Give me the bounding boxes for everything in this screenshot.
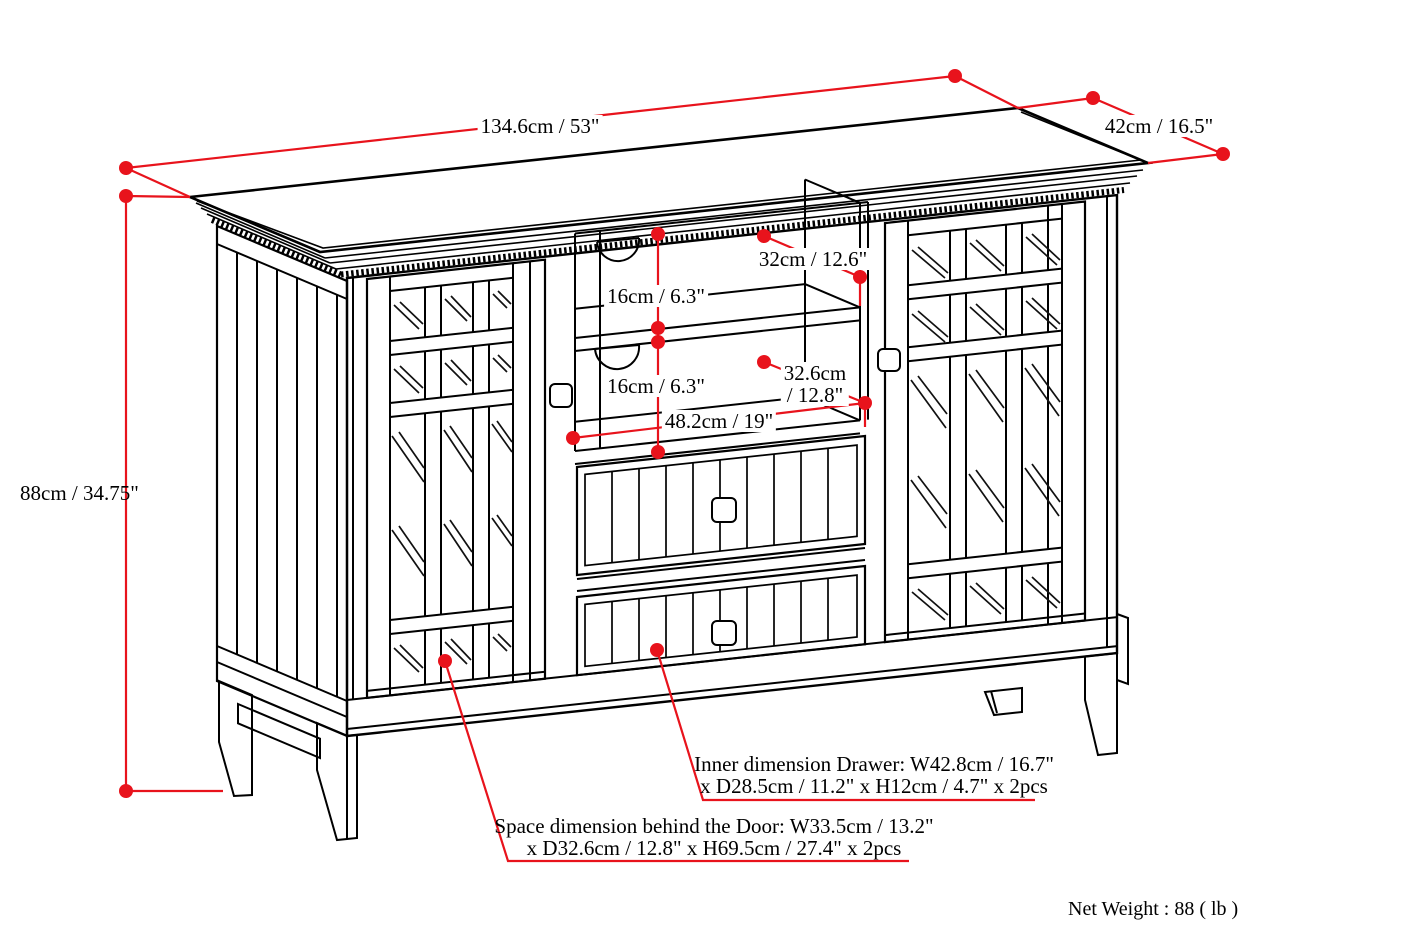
dim-height-label: 88cm / 34.75" [20, 481, 139, 505]
drawer-note: Inner dimension Drawer: W42.8cm / 16.7"x… [694, 752, 1054, 798]
net-weight: Net Weight : 88 ( lb ) [1068, 898, 1239, 920]
dim-shelf-top-gap-label: 16cm / 6.3" [604, 285, 708, 307]
door-note: Space dimension behind the Door: W33.5cm… [494, 814, 934, 860]
dim-shelf-bottom-gap-label: 16cm / 6.3" [604, 375, 708, 397]
dim-top-shelf-depth-label: 32cm / 12.6" [755, 248, 871, 270]
dim-mid-depth-label: 32.6cm/ 12.8" [780, 362, 850, 406]
dimension-lines [124, 74, 1224, 863]
dim-width-label: 134.6cm / 53" [477, 115, 603, 137]
dim-depth-label: 42cm / 16.5" [1101, 115, 1217, 137]
dimension-dots [119, 69, 1230, 798]
dim-opening-width-label: 48.2cm / 19" [661, 410, 777, 432]
